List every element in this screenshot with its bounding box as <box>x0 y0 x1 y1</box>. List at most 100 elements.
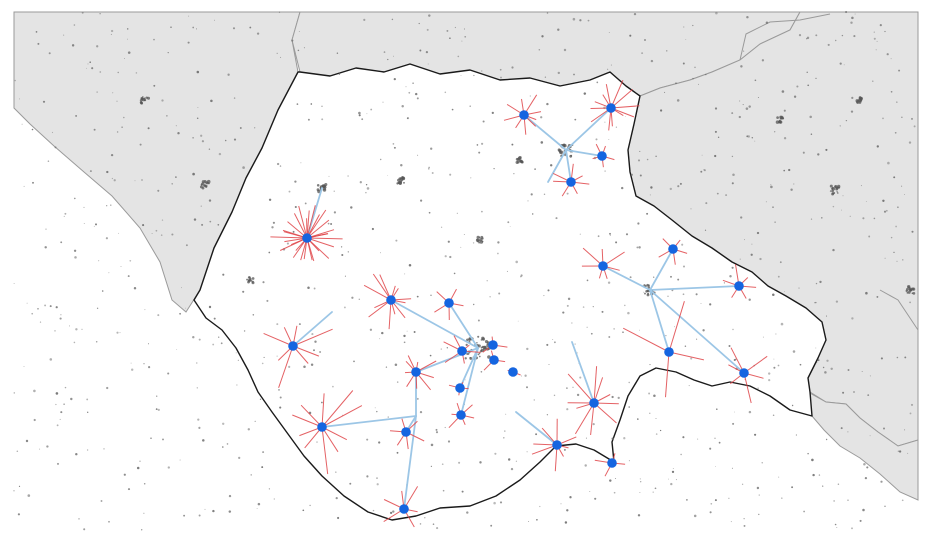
settlement-dot <box>220 342 223 345</box>
settlement-dot <box>541 35 544 38</box>
settlement-dot <box>78 518 80 520</box>
settlement-dot <box>403 181 405 184</box>
settlement-dot <box>822 485 824 487</box>
settlement-dot <box>668 478 669 480</box>
settlement-dot <box>201 180 205 184</box>
settlement-dot <box>644 292 646 295</box>
settlement-dot <box>392 510 395 513</box>
settlement-dot <box>564 154 566 157</box>
settlement-dot <box>526 386 528 389</box>
settlement-dot <box>440 226 443 228</box>
settlement-dot <box>807 84 810 87</box>
settlement-dot <box>536 518 538 521</box>
settlement-dot <box>466 511 469 514</box>
settlement-dot <box>597 235 600 238</box>
settlement-dot <box>743 518 745 520</box>
settlement-dot <box>664 91 666 93</box>
settlement-dot <box>271 226 274 229</box>
settlement-dot <box>469 105 471 107</box>
settlement-dot <box>842 391 845 394</box>
settlement-dot <box>313 287 316 290</box>
settlement-dot <box>734 411 736 413</box>
settlement-dot <box>778 476 780 478</box>
settlement-dot <box>756 486 760 490</box>
settlement-dot <box>430 443 434 447</box>
settlement-dot <box>201 186 205 190</box>
settlement-dot <box>756 231 760 235</box>
settlement-dot <box>652 491 654 493</box>
settlement-dot <box>183 514 186 517</box>
settlement-dot <box>416 295 419 298</box>
neighbor-boundaries <box>739 13 919 331</box>
settlement-dot <box>748 298 751 301</box>
settlement-dot <box>524 374 527 377</box>
settlement-dot <box>96 45 99 48</box>
settlement-dot <box>552 339 554 341</box>
settlement-dot <box>414 92 418 96</box>
settlement-dot <box>647 293 649 295</box>
settlement-dot <box>350 206 353 209</box>
settlement-dot <box>725 194 728 197</box>
settlement-dot <box>412 82 414 85</box>
settlement-dot <box>694 66 696 69</box>
settlement-dot <box>613 328 615 330</box>
settlement-dot <box>481 345 484 349</box>
settlement-dot <box>890 90 893 93</box>
settlement-dot <box>793 95 797 98</box>
settlement-dot <box>880 480 883 483</box>
settlement-dot <box>601 310 604 313</box>
settlement-dot <box>74 256 77 259</box>
settlement-dot <box>81 328 83 331</box>
settlement-dot <box>307 286 310 290</box>
settlement-dot <box>39 321 42 323</box>
settlement-dot <box>212 343 215 346</box>
settlement-dot <box>294 205 297 209</box>
settlement-dot <box>311 333 314 336</box>
settlement-dot <box>328 175 330 177</box>
trunk-link <box>403 415 417 510</box>
settlement-dot <box>55 306 58 309</box>
settlement-dot <box>553 394 556 397</box>
hub-node <box>401 427 411 437</box>
settlement-dot <box>400 164 403 167</box>
hub-node <box>734 281 744 291</box>
settlement-dot <box>64 386 67 389</box>
settlement-dot <box>162 438 164 441</box>
hub-node <box>739 368 749 378</box>
settlement-dot <box>693 514 697 518</box>
settlement-dot <box>615 126 618 128</box>
settlement-dot <box>419 410 423 414</box>
settlement-dot <box>590 332 593 335</box>
settlement-dot <box>465 343 468 347</box>
settlement-dot <box>851 96 854 100</box>
settlement-dot <box>731 266 734 269</box>
trunk-link <box>448 302 479 349</box>
settlement-dot <box>884 30 886 33</box>
settlement-dot <box>576 393 580 397</box>
feeder-link <box>610 80 624 109</box>
settlement-dot <box>582 306 585 308</box>
settlement-dot <box>681 243 684 246</box>
settlement-dot <box>623 437 626 440</box>
settlement-dot <box>819 280 822 284</box>
settlement-dot <box>873 31 875 33</box>
settlement-dot <box>834 184 838 189</box>
settlement-dot <box>853 391 855 393</box>
settlement-dot <box>802 151 805 154</box>
settlement-dot <box>671 470 675 474</box>
hub-node <box>488 340 498 350</box>
settlement-dot <box>499 501 503 504</box>
settlement-dot <box>212 509 215 513</box>
settlement-dot <box>401 176 405 180</box>
settlement-dot <box>196 70 200 74</box>
settlement-dot <box>905 289 908 293</box>
settlement-dot <box>520 160 524 164</box>
settlement-dot <box>840 427 843 430</box>
settlement-dot <box>291 39 294 42</box>
hub-node <box>489 355 499 365</box>
settlement-dot <box>259 398 262 400</box>
settlement-dot <box>396 381 399 383</box>
settlement-dot <box>250 474 252 476</box>
settlement-dot <box>106 170 109 174</box>
settlement-dot <box>526 347 529 351</box>
